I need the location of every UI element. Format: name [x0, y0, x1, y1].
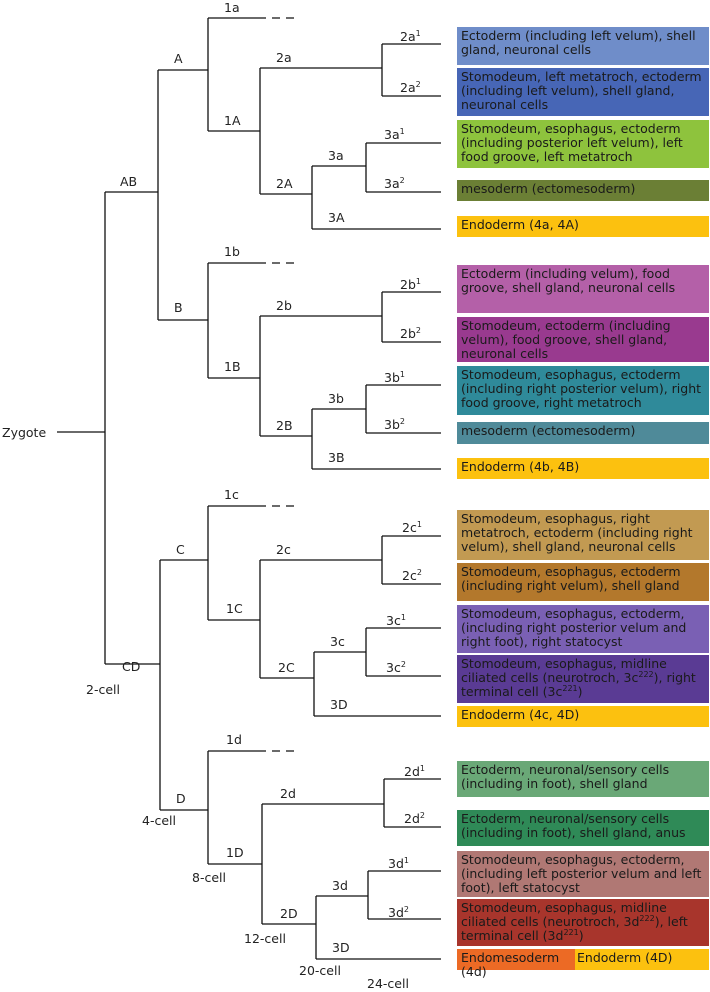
fate-box-2d2: Ectoderm, neuronal/sensory cells (includ…	[457, 810, 709, 846]
branch-2A	[311, 165, 441, 230]
branch-2D	[315, 895, 441, 960]
node-2a: 2a	[276, 50, 292, 65]
node-2d: 2d	[280, 786, 296, 801]
branch-2B	[311, 408, 441, 470]
fate-box-2b2: Stomodeum, ectoderm (including velum), f…	[457, 317, 709, 362]
branch-2d	[383, 778, 441, 828]
fate-box-2b1: Ectoderm (including velum), food groove,…	[457, 265, 709, 313]
node-AB: AB	[120, 174, 138, 189]
node-3b: 3b	[328, 391, 344, 406]
stage-12-cell: 12-cell	[244, 931, 286, 946]
node-2d2: 2d2	[404, 811, 425, 827]
node-CD: CD	[122, 659, 141, 674]
node-2C: 2C	[278, 660, 295, 675]
node-3a2: 3a2	[384, 176, 405, 192]
node-2c: 2c	[276, 542, 291, 557]
node-1B: 1B	[224, 359, 241, 374]
fate-box-2c1: Stomodeum, esophagus, right metatroch, e…	[457, 510, 709, 560]
branch-3a	[365, 142, 441, 193]
branch-3c	[365, 627, 441, 677]
node-2B: 2B	[276, 418, 293, 433]
fate-box-2c2: Stomodeum, esophagus, ectoderm (includin…	[457, 563, 709, 601]
node-3A: 3A	[328, 210, 345, 225]
fate-box-2a2: Stomodeum, left metatroch, ectoderm (inc…	[457, 68, 709, 116]
branch-3d	[367, 870, 441, 920]
node-2D: 2D	[280, 906, 298, 921]
node-2b2: 2b2	[400, 326, 421, 342]
stage-4-cell: 4-cell	[142, 813, 176, 828]
node-B: B	[174, 300, 183, 315]
branch-3b	[365, 384, 441, 434]
stage-8-cell: 8-cell	[192, 870, 226, 885]
fate-box-3b2: mesoderm (ectomesoderm)	[457, 422, 709, 444]
fate-box-2a1: Ectoderm (including left velum), shell g…	[457, 27, 709, 65]
fate-box-3a2: mesoderm (ectomesoderm)	[457, 180, 709, 201]
node-C: C	[176, 542, 185, 557]
node-3c: 3c	[330, 634, 345, 649]
node-1b: 1b	[224, 244, 240, 259]
fate-box-3c2: Stomodeum, esophagus, midline ciliated c…	[457, 655, 709, 703]
node-1A: 1A	[224, 113, 241, 128]
stage-20-cell: 20-cell	[299, 963, 341, 978]
node-D: D	[176, 791, 186, 806]
fate-box-3D-endoderm: Endoderm (4D)	[575, 949, 709, 970]
node-2a1: 2a1	[400, 29, 421, 45]
node-3a: 3a	[328, 148, 344, 163]
branch-2b	[381, 291, 441, 343]
branch-B	[207, 262, 260, 379]
stage-2-cell: 2-cell	[86, 682, 120, 697]
node-1a: 1a	[224, 0, 240, 15]
node-1d: 1d	[226, 732, 242, 747]
node-1c: 1c	[224, 487, 239, 502]
branch-zygote	[57, 191, 160, 665]
node-2c1: 2c1	[402, 520, 422, 536]
node-2c2: 2c2	[402, 568, 422, 584]
fate-box-3a1: Stomodeum, esophagus, ectoderm (includin…	[457, 120, 709, 168]
fate-box-3B: Endoderm (4b, 4B)	[457, 458, 709, 479]
node-3c1: 3c1	[386, 613, 406, 629]
node-2a2: 2a2	[400, 80, 421, 96]
fate-box-2d1: Ectoderm, neuronal/sensory cells (includ…	[457, 761, 709, 797]
branch-2C	[313, 651, 441, 717]
node-2b: 2b	[276, 298, 292, 313]
node-1C: 1C	[226, 601, 243, 616]
fate-box-3D-c: Endoderm (4c, 4D)	[457, 706, 709, 727]
stage-24-cell: 24-cell	[367, 976, 409, 991]
node-3B: 3B	[328, 450, 345, 465]
node-2d1: 2d1	[404, 764, 425, 780]
branch-1D	[261, 803, 384, 925]
fate-box-3A: Endoderm (4a, 4A)	[457, 216, 709, 237]
node-3D-c: 3D	[330, 697, 348, 712]
zygote-label: Zygote	[2, 425, 47, 440]
branch-1C	[259, 559, 382, 679]
branch-2a	[381, 43, 441, 97]
branch-1B	[259, 315, 382, 437]
branch-C	[207, 505, 260, 621]
node-2b1: 2b1	[400, 277, 421, 293]
node-3c2: 3c2	[386, 660, 406, 676]
fate-box-3c1: Stomodeum, esophagus, ectoderm, (includi…	[457, 605, 709, 653]
branch-CD	[159, 559, 208, 811]
node-3a1: 3a1	[384, 127, 405, 143]
node-3d1: 3d1	[388, 856, 409, 872]
branch-D	[207, 750, 262, 865]
branch-2c	[381, 535, 441, 585]
node-A: A	[174, 51, 183, 66]
node-1D: 1D	[226, 845, 244, 860]
node-3b2: 3b2	[384, 417, 405, 433]
fate-box-3b1: Stomodeum, esophagus, ectoderm (includin…	[457, 366, 709, 415]
branch-AB	[157, 69, 208, 321]
fate-box-3d2: Stomodeum, esophagus, midline ciliated c…	[457, 899, 709, 946]
fate-box-3D-endomesoderm: Endomesoderm (4d)	[457, 949, 575, 979]
fate-box-3d1: Stomodeum, esophagus, ectoderm, (includi…	[457, 851, 709, 897]
branch-A	[207, 17, 260, 132]
node-2A: 2A	[276, 176, 293, 191]
branch-1A	[259, 67, 382, 195]
node-3d2: 3d2	[388, 905, 409, 921]
node-3D: 3D	[332, 940, 350, 955]
node-3d: 3d	[332, 878, 348, 893]
node-3b1: 3b1	[384, 370, 405, 386]
